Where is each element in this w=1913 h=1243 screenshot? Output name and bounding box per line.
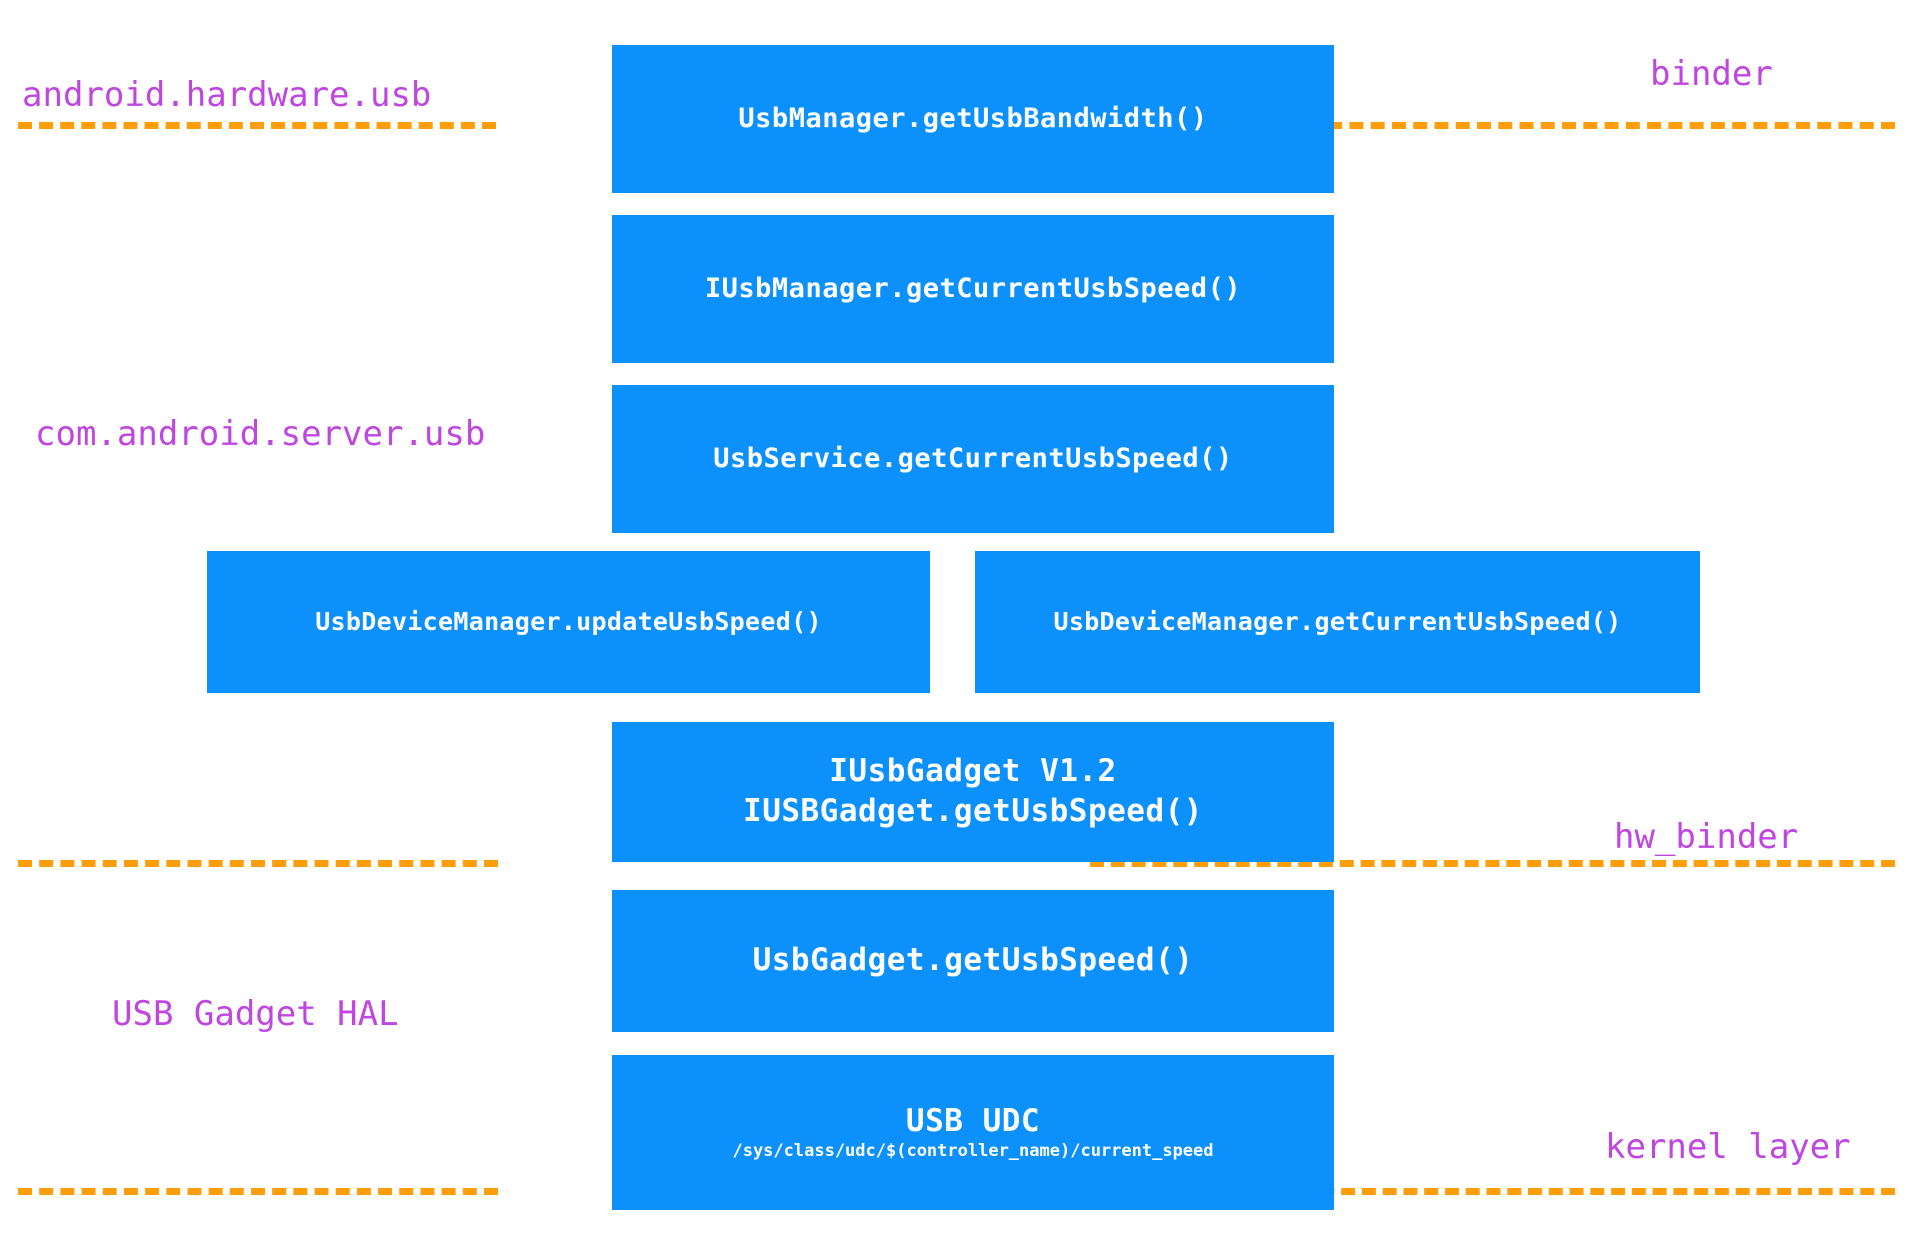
layer-label-com-android-server-usb: com.android.server.usb [35,414,486,454]
box-label: UsbManager.getUsbBandwidth() [738,102,1208,134]
box-label-line-1: USB UDC [905,1102,1041,1139]
box-usb-device-manager-get-current-usb-speed[interactable]: UsbDeviceManager.getCurrentUsbSpeed() [975,551,1700,693]
layer-label-hw-binder: hw_binder [1614,817,1799,857]
separator-hw-binder-right [1090,860,1895,867]
box-label: UsbDeviceManager.getCurrentUsbSpeed() [1053,607,1622,636]
separator-hw-binder-left [18,860,498,867]
box-iusb-manager-get-current-usb-speed[interactable]: IUsbManager.getCurrentUsbSpeed() [612,215,1334,363]
separator-kernel-right [1092,1188,1895,1195]
box-usb-service-get-current-usb-speed[interactable]: UsbService.getCurrentUsbSpeed() [612,385,1334,533]
box-label-line-1: IUsbGadget V1.2 [829,753,1117,790]
box-usb-gadget-get-usb-speed[interactable]: UsbGadget.getUsbSpeed() [612,890,1334,1032]
layer-label-android-hardware-usb: android.hardware.usb [22,75,432,115]
box-iusb-gadget-v1-2[interactable]: IUsbGadget V1.2 IUSBGadget.getUsbSpeed() [612,722,1334,862]
box-label-line-2: /sys/class/udc/$(controller_name)/curren… [732,1141,1214,1162]
box-usb-udc[interactable]: USB UDC /sys/class/udc/$(controller_name… [612,1055,1334,1210]
separator-kernel-left [18,1188,498,1195]
layer-label-kernel-layer: kernel layer [1605,1127,1851,1167]
box-label-line-2: IUSBGadget.getUsbSpeed() [743,793,1203,829]
layer-label-usb-gadget-hal: USB Gadget HAL [112,994,399,1034]
box-usb-manager-get-usb-bandwidth[interactable]: UsbManager.getUsbBandwidth() [612,45,1334,193]
box-label: IUsbManager.getCurrentUsbSpeed() [704,272,1242,304]
separator-binder-left [18,122,496,129]
box-label: UsbDeviceManager.updateUsbSpeed() [315,607,822,636]
box-label: UsbGadget.getUsbSpeed() [752,942,1194,979]
box-label: UsbService.getCurrentUsbSpeed() [713,442,1233,474]
separator-binder-right [1073,122,1895,129]
box-usb-device-manager-update-usb-speed[interactable]: UsbDeviceManager.updateUsbSpeed() [207,551,930,693]
layer-label-binder: binder [1650,54,1773,94]
